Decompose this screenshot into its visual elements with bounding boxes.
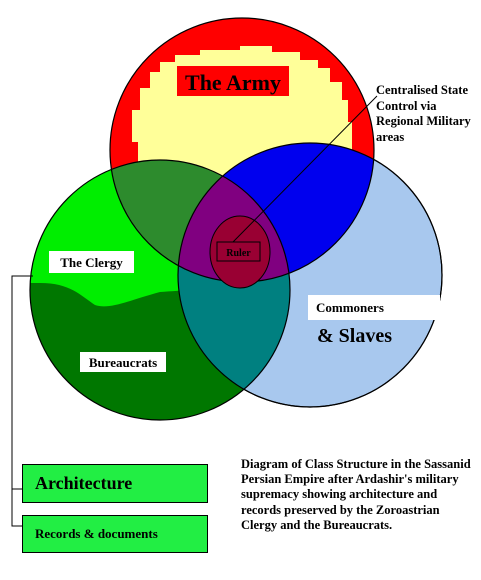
bureaucrats-label: Bureaucrats bbox=[89, 355, 157, 370]
clergy-label-box bbox=[49, 251, 134, 273]
ruler-ellipse bbox=[209, 215, 271, 289]
commoners-label: Commoners bbox=[316, 300, 384, 315]
slaves-label: & Slaves bbox=[317, 325, 392, 347]
connector-bracket bbox=[11, 275, 33, 527]
architecture-box: Architecture bbox=[22, 464, 208, 503]
caption-text: Diagram of Class Structure in the Sassan… bbox=[241, 457, 471, 532]
ruler-label-box bbox=[216, 241, 261, 262]
clergy-label: The Clergy bbox=[60, 255, 123, 270]
bureaucrats-label-box bbox=[80, 352, 166, 372]
callout-text: Centralised State Control via Regional M… bbox=[376, 83, 471, 144]
army-label: The Army bbox=[185, 70, 281, 95]
architecture-label: Architecture bbox=[35, 473, 133, 493]
army-label-box bbox=[177, 66, 289, 96]
center-overlap bbox=[178, 160, 290, 282]
records-label: Records & documents bbox=[35, 526, 158, 541]
commoners-label-box bbox=[308, 295, 440, 320]
records-box: Records & documents bbox=[22, 515, 208, 553]
ruler-label: Ruler bbox=[226, 248, 251, 259]
callout-pointer-line bbox=[232, 95, 378, 243]
